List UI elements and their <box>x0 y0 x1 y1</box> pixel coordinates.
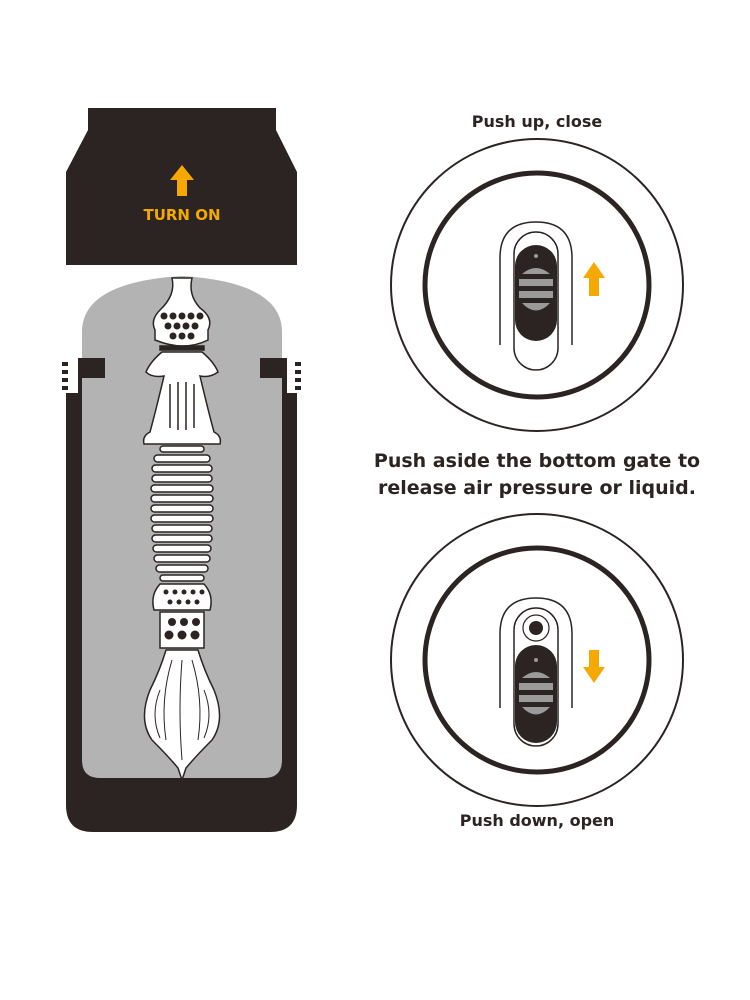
arrow-down-icon <box>583 650 605 683</box>
arrow-up-icon <box>170 165 194 196</box>
switch-open[interactable] <box>390 513 684 807</box>
instruction-line-2: release air pressure or liquid. <box>378 477 696 499</box>
cap-label: TURN ON <box>143 206 220 224</box>
bottom-switch-caption: Push down, open <box>460 811 615 830</box>
top-switch-caption: Push up, close <box>472 112 603 131</box>
arrow-up-icon <box>583 262 605 296</box>
inner-channel <box>142 277 222 783</box>
switch-closed[interactable] <box>390 138 684 432</box>
cap: TURN ON <box>66 108 297 265</box>
instruction-line-1: Push aside the bottom gate to <box>374 450 700 472</box>
